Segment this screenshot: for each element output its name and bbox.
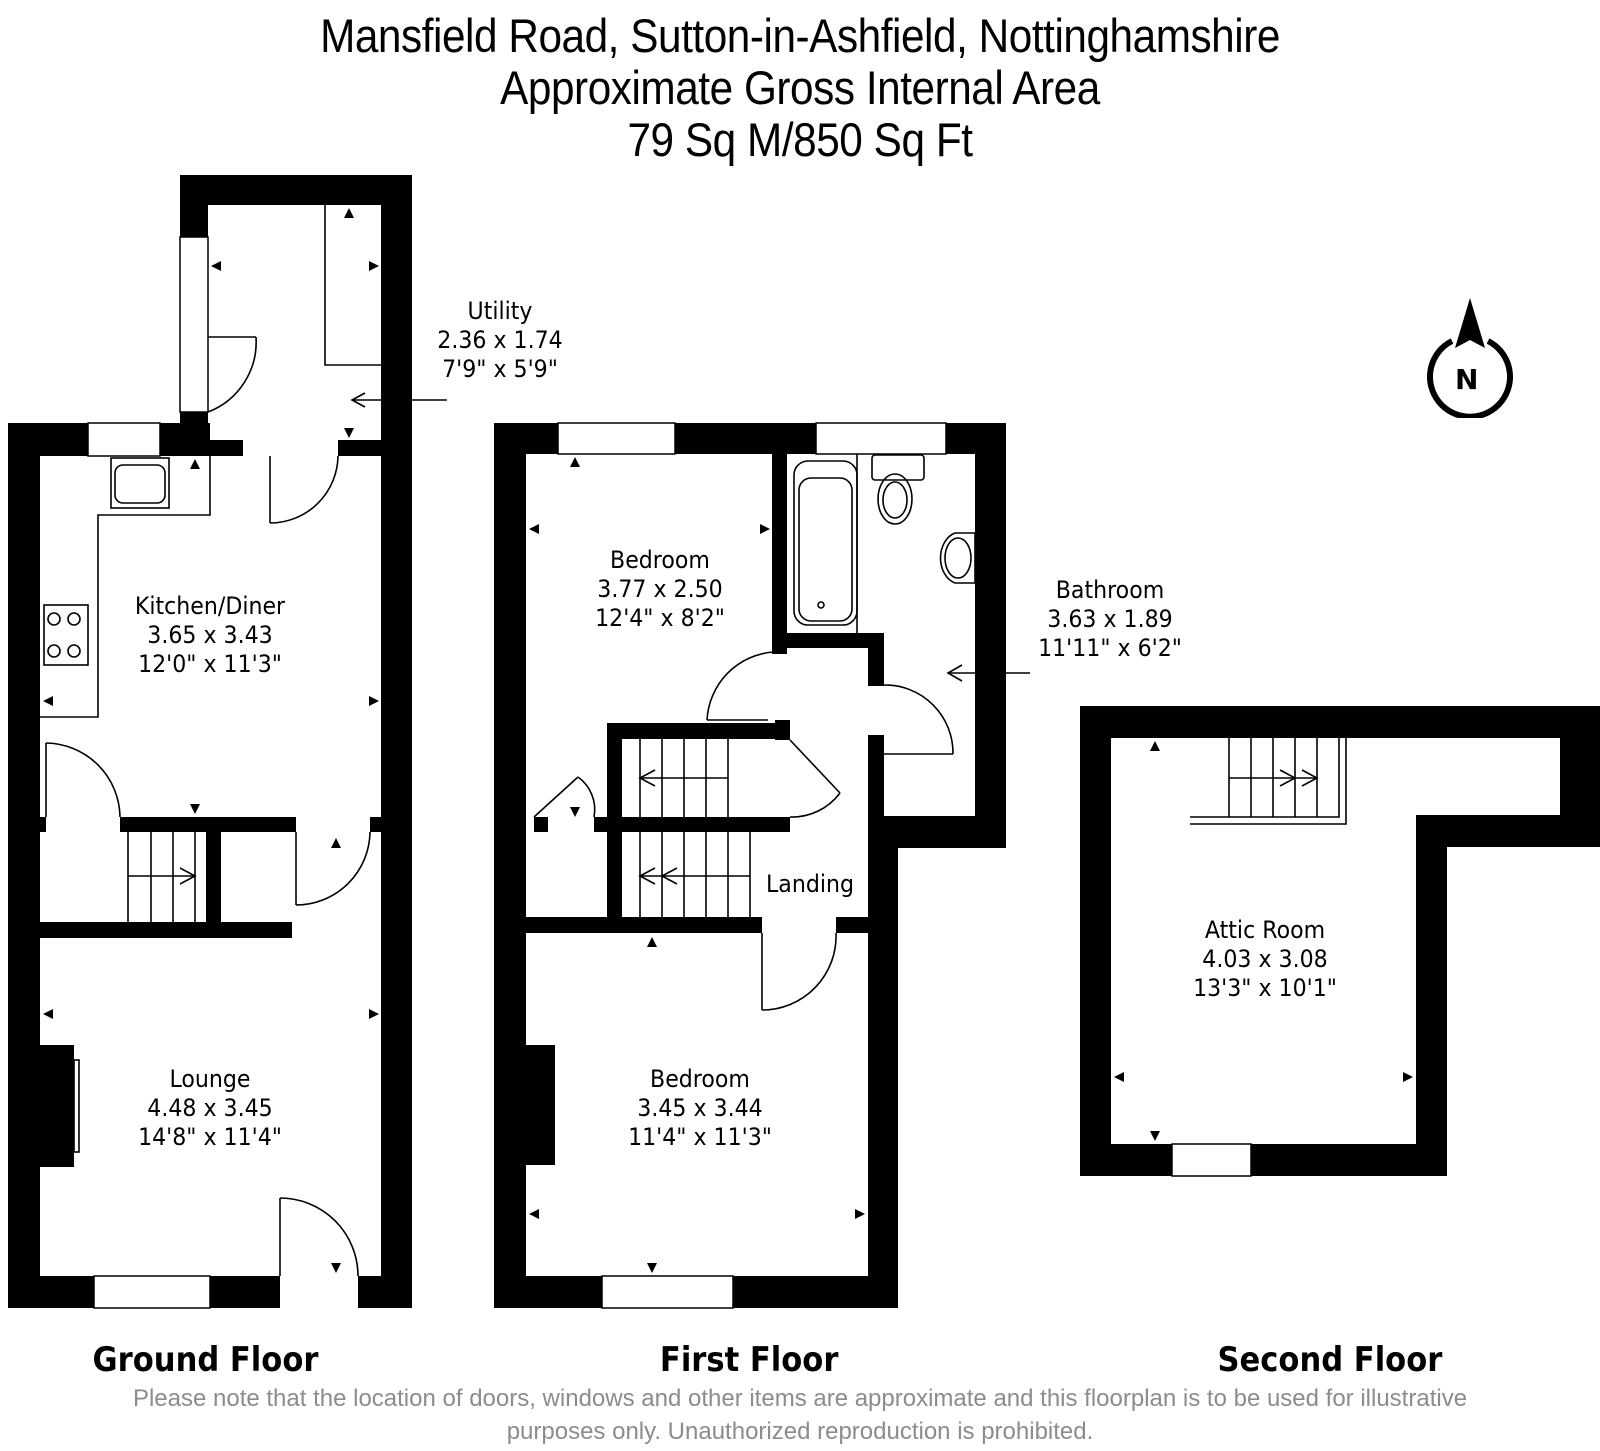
room-imperial: 12'0" x 11'3" [138,650,282,678]
room-metric: 3.45 x 3.44 [637,1094,763,1122]
room-name: Kitchen/Diner [134,592,286,620]
room-metric: 4.03 x 3.08 [1202,945,1328,973]
room-name: Landing [765,870,854,898]
area-label: Approximate Gross Internal Area [500,61,1100,114]
room-metric: 2.36 x 1.74 [437,326,563,354]
room-metric: 3.63 x 1.89 [1047,605,1173,633]
room-imperial: 12'4" x 8'2" [595,604,725,632]
floor-label-first: First Floor [659,1340,839,1380]
floor-label-ground: Ground Floor [92,1340,319,1380]
compass-letter: N [1455,363,1479,396]
room-attic: Attic Room 4.03 x 3.08 13'3" x 10'1" [1173,916,1357,1003]
fixtures [40,205,1347,1277]
disclaimer: Please note that the location of doors, … [0,1382,1600,1448]
windows [87,236,1252,1309]
room-kitchen-diner: Kitchen/Diner 3.65 x 3.43 12'0" x 11'3" [109,592,311,679]
room-metric: 3.77 x 2.50 [597,575,723,603]
room-metric: 3.65 x 3.43 [147,621,273,649]
measurement-ticks [43,208,1413,1273]
room-imperial: 13'3" x 10'1" [1193,974,1337,1002]
room-name: Bedroom [650,1065,750,1093]
room-bedroom-1: Bedroom 3.77 x 2.50 12'4" x 8'2" [568,546,752,633]
room-name: Utility [467,297,533,325]
property-address: Mansfield Road, Sutton-in-Ashfield, Nott… [320,9,1280,62]
walls [8,175,1600,1308]
room-metric: 4.48 x 3.45 [147,1094,273,1122]
disclaimer-line-2: purposes only. Unauthorized reproduction… [506,1418,1094,1445]
room-imperial: 7'9" x 5'9" [442,355,558,383]
room-landing: Landing [759,870,860,899]
north-arrow-icon [1427,298,1513,418]
room-bathroom: Bathroom 3.63 x 1.89 11'11" x 6'2" [1018,576,1202,663]
room-name: Attic Room [1204,916,1326,944]
room-imperial: 11'11" x 6'2" [1038,634,1182,662]
disclaimer-line-1: Please note that the location of doors, … [132,1385,1468,1412]
room-utility: Utility 2.36 x 1.74 7'9" x 5'9" [426,297,573,384]
floor-label-second: Second Floor [1217,1340,1443,1380]
room-name: Lounge [169,1065,251,1093]
room-imperial: 11'4" x 11'3" [628,1123,772,1151]
plan-header: Mansfield Road, Sutton-in-Ashfield, Nott… [0,10,1600,166]
room-imperial: 14'8" x 11'4" [138,1123,282,1151]
room-lounge: Lounge 4.48 x 3.45 14'8" x 11'4" [118,1065,302,1152]
room-bedroom-2: Bedroom 3.45 x 3.44 11'4" x 11'3" [608,1065,792,1152]
room-name: Bedroom [610,546,710,574]
area-value: 79 Sq M/850 Sq Ft [627,113,973,166]
room-name: Bathroom [1055,576,1165,604]
